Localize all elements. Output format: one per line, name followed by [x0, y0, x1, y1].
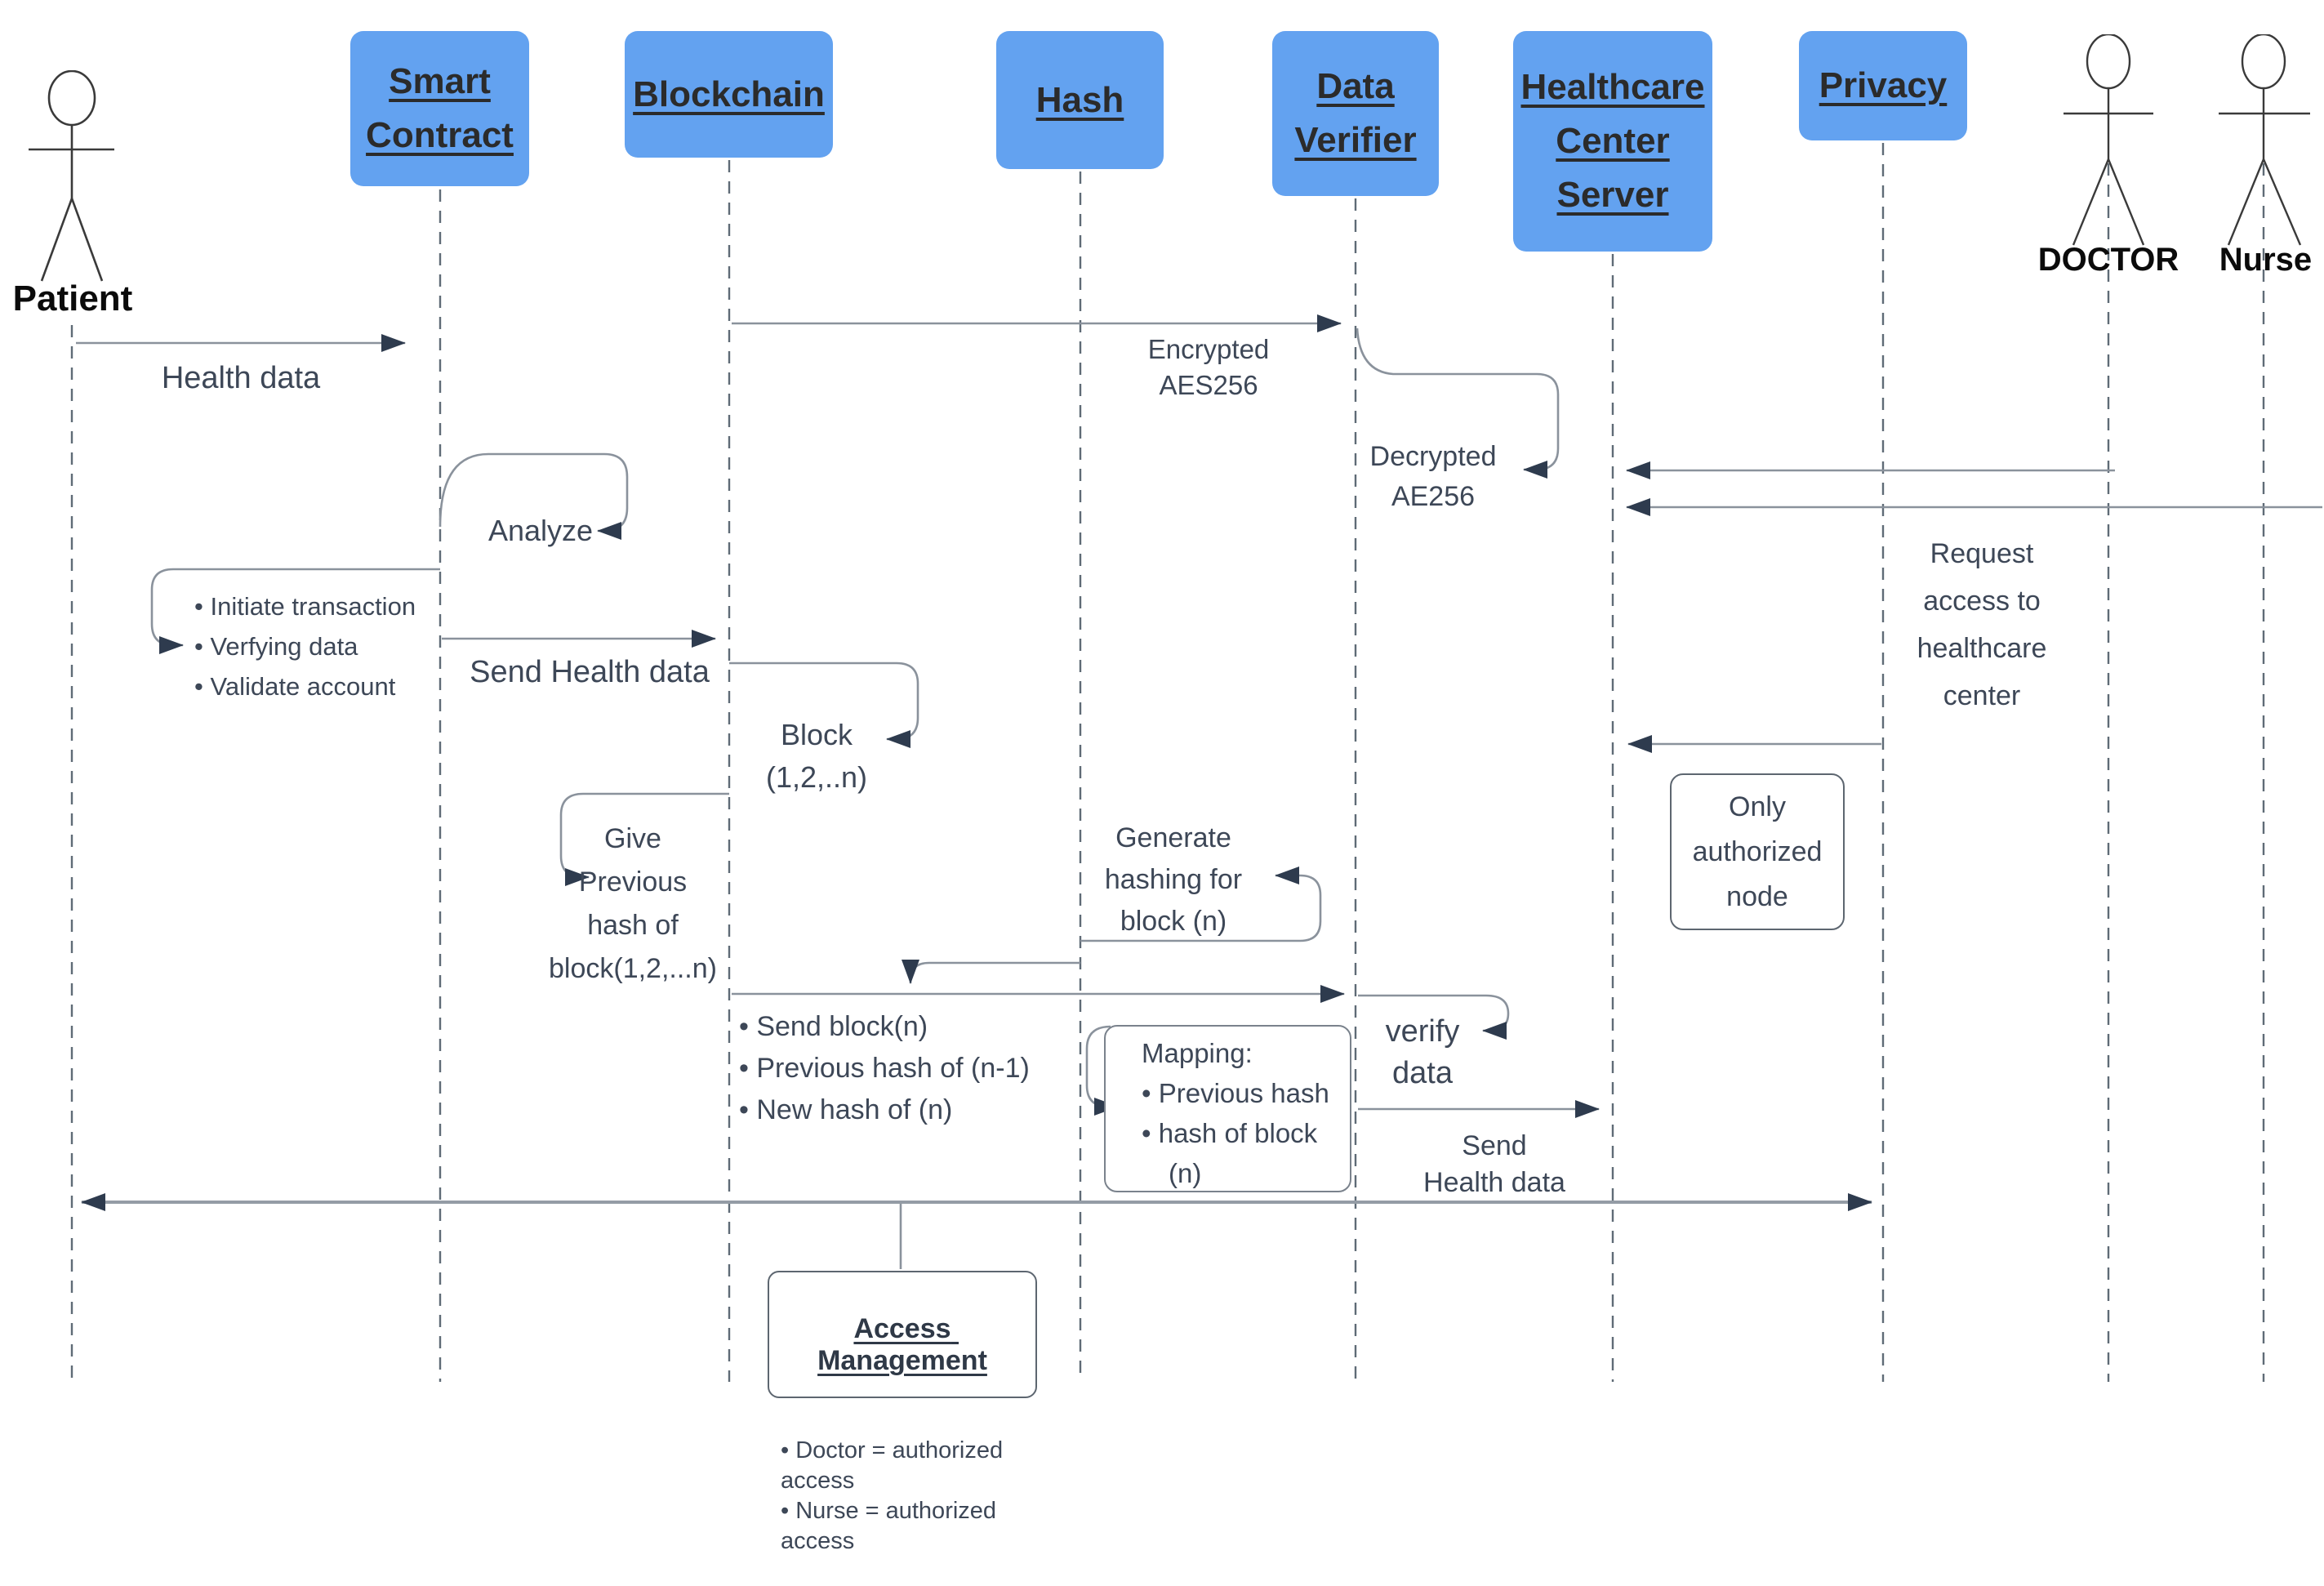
- message-label-request-access[interactable]: Request access to healthcare center: [1917, 538, 2047, 711]
- arrow-analyze-self-message[interactable]: [439, 452, 629, 540]
- message-label-smart-contract-steps[interactable]: • Initiate transaction • Verfying data •…: [194, 592, 416, 701]
- access-management-items: • Doctor = authorized access • Nurse = a…: [781, 1437, 1004, 1554]
- sequence-diagram-canvas: Patient DOCTOR Nurse Smart Contract Bloc…: [12, 31, 2322, 1554]
- nurse-actor-icon[interactable]: [2210, 34, 2321, 248]
- arrow-hash-to-message[interactable]: [902, 960, 1080, 984]
- doctor-actor-icon[interactable]: [2055, 34, 2161, 248]
- arrow-generate-hashing-self-message[interactable]: [1080, 867, 1322, 942]
- message-label-send-health-data-2[interactable]: Send Health data: [1423, 1130, 1565, 1198]
- access-management-title: Access Management: [817, 1313, 987, 1376]
- participant-data-verifier[interactable]: Data Verifier: [1272, 31, 1439, 196]
- arrow-smart-contract-steps-self-message[interactable]: [150, 568, 440, 654]
- note-mapping[interactable]: Mapping: • Previous hash • hash of block…: [1104, 1025, 1351, 1192]
- nurse-label: Nurse: [2219, 242, 2313, 278]
- message-label-give-previous-hash[interactable]: Give Previous hash of block(1,2,...n): [549, 823, 717, 984]
- doctor-label: DOCTOR: [2037, 242, 2179, 278]
- message-label-analyze[interactable]: Analyze: [488, 514, 594, 547]
- message-label-generate-hashing[interactable]: Generate hashing for block (n): [1104, 822, 1243, 937]
- lifelines: [70, 143, 2265, 1382]
- message-label-send-health-data[interactable]: Send Health data: [470, 655, 710, 689]
- message-label-send-block-details[interactable]: • Send block(n) • Previous hash of (n-1)…: [739, 1011, 1030, 1125]
- participant-healthcare-center-server[interactable]: Healthcare Center Server: [1513, 31, 1712, 252]
- arrow-give-previous-hash-self-message[interactable]: [559, 792, 729, 886]
- message-label-health-data[interactable]: Health data: [161, 361, 321, 395]
- patient-actor-icon[interactable]: [15, 70, 133, 284]
- message-label-encrypted-aes256[interactable]: Encrypted AES256: [1147, 334, 1270, 400]
- participant-privacy[interactable]: Privacy: [1799, 31, 1967, 140]
- arrow-mapping-note[interactable]: [1085, 1025, 1119, 1116]
- participant-blockchain[interactable]: Blockchain: [625, 31, 833, 158]
- participant-hash[interactable]: Hash: [996, 31, 1164, 169]
- arrow-block-self-message[interactable]: [729, 662, 919, 748]
- participant-smart-contract[interactable]: Smart Contract: [350, 31, 529, 186]
- patient-label: Patient: [12, 278, 133, 319]
- message-label-decrypted-ae256[interactable]: Decrypted AE256: [1369, 441, 1497, 512]
- note-access-management[interactable]: Access Management • Doctor = authorized …: [768, 1271, 1037, 1554]
- arrow-verify-self-message[interactable]: [1358, 994, 1510, 1040]
- note-only-authorized-node[interactable]: Only authorized node: [1670, 773, 1845, 930]
- message-label-block-n[interactable]: Block (1,2,..n): [765, 718, 868, 794]
- diagram-connectors: [70, 143, 2322, 1382]
- message-label-verify-data[interactable]: verify data: [1385, 1014, 1460, 1090]
- arrow-decrypt-self-message[interactable]: [1356, 327, 1560, 479]
